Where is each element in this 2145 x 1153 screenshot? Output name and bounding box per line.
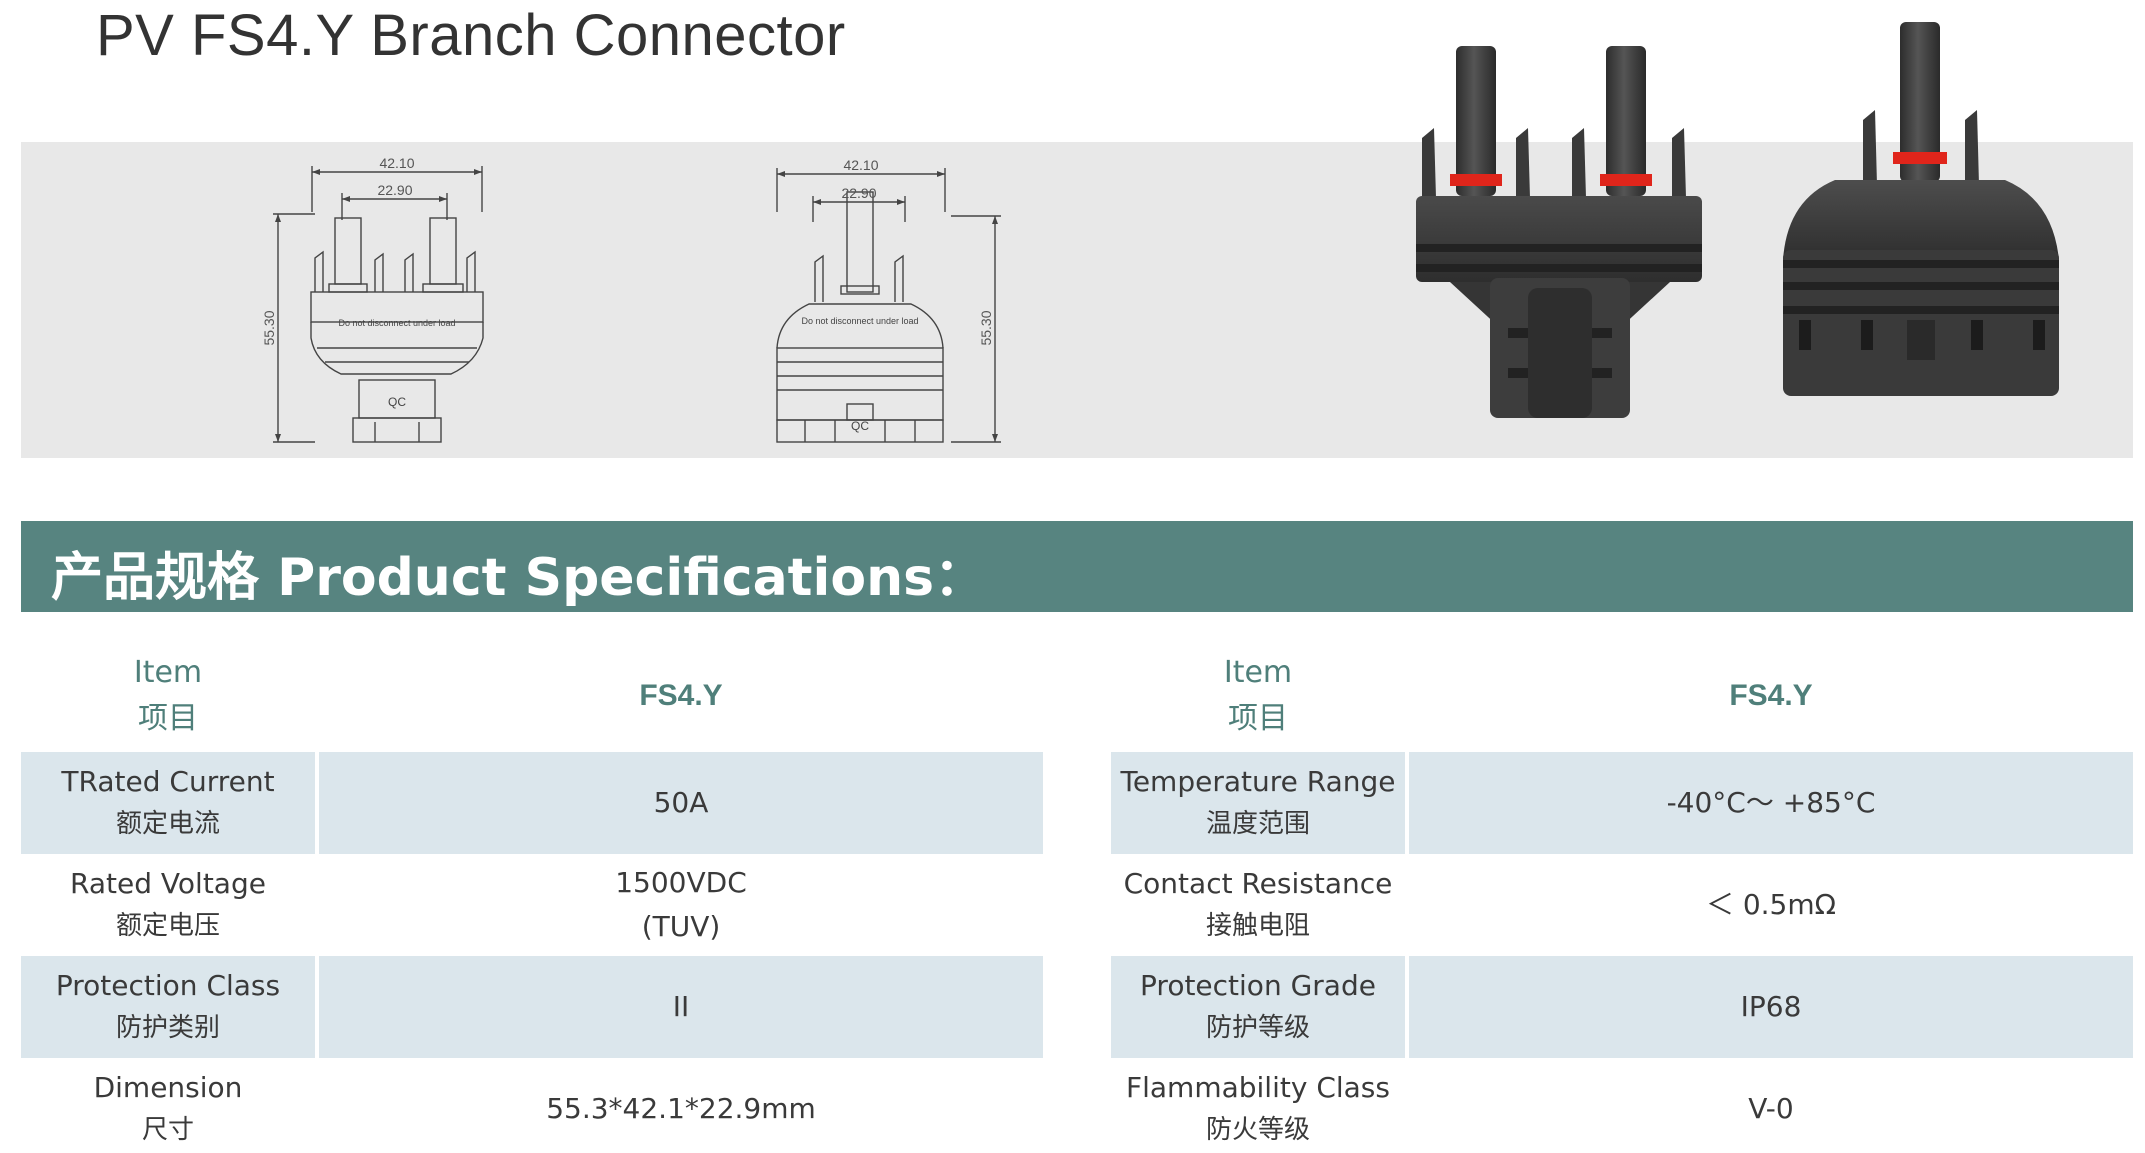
front-view-drawing: 42.10 22.90 55.30 Do not disconnect unde… — [255, 142, 495, 458]
label-zh: 尺寸 — [141, 1115, 194, 1145]
row-value: 1500VDC (TUV) — [319, 854, 1043, 956]
table-row: Flammability Class 防火等级 V-0 — [1111, 1058, 2133, 1153]
value-text: V-0 — [1748, 1092, 1794, 1125]
label-en: Temperature Range — [1120, 765, 1396, 798]
label-en: Protection Class — [55, 969, 281, 1002]
row-value: -40°C～ +85°C — [1409, 752, 2133, 854]
dim-width-label: 42.10 — [843, 157, 878, 173]
label-zh: 接触电阻 — [1205, 911, 1310, 941]
header-item-en: Item — [133, 655, 203, 690]
label-zh: 额定电压 — [115, 911, 220, 941]
row-value: II — [319, 956, 1043, 1058]
table-row: Protection Grade 防护等级 IP68 — [1111, 956, 2133, 1058]
row-value: IP68 — [1409, 956, 2133, 1058]
spec-banner: 产品规格 Product Specifications： — [21, 521, 2133, 612]
dim-height-label: 55.30 — [978, 310, 994, 345]
row-label: Protection Class 防护类别 — [21, 956, 315, 1058]
row-label: Temperature Range 温度范围 — [1111, 752, 1405, 854]
row-value: ＜ 0.5mΩ — [1409, 854, 2133, 956]
table-row: Protection Class 防护类别 II — [21, 956, 1043, 1058]
header-model: FS4.Y — [639, 679, 723, 712]
spec-table-left: Item 项目 FS4.Y TRated Current 额定电流 50A Ra… — [21, 640, 1043, 1153]
dim-pitch-label: 22.90 — [841, 185, 876, 201]
header-item-cell: Item 项目 — [1111, 650, 1405, 742]
header-item-cell: Item 项目 — [21, 650, 315, 742]
header-item-zh: 项目 — [1228, 701, 1288, 736]
row-label: TRated Current 额定电流 — [21, 752, 315, 854]
row-label: Protection Grade 防护等级 — [1111, 956, 1405, 1058]
label-en: Contact Resistance — [1123, 867, 1393, 900]
header-item-en: Item — [1223, 655, 1293, 690]
qc-mark: QC — [388, 395, 406, 409]
table-header: Item 项目 FS4.Y — [21, 640, 1043, 752]
dim-width-label: 42.10 — [379, 155, 414, 171]
label-en: Flammability Class — [1126, 1071, 1390, 1104]
table-row: Contact Resistance 接触电阻 ＜ 0.5mΩ — [1111, 854, 2133, 956]
connector-side-image — [1783, 22, 2059, 396]
label-zh: 温度范围 — [1205, 809, 1310, 839]
label-zh: 额定电流 — [115, 809, 220, 839]
connector-photo-front — [1410, 38, 1710, 428]
value-text: 1500VDC — [615, 866, 747, 899]
table-row: Dimension 尺寸 55.3*42.1*22.9mm — [21, 1058, 1043, 1153]
value-text: II — [672, 990, 690, 1023]
header-model: FS4.Y — [1729, 679, 1813, 712]
side-view-drawing: 42.10 22.90 55.30 Do not disconnect unde… — [765, 142, 1005, 458]
dim-height-label: 55.30 — [261, 310, 277, 345]
dim-pitch-label: 22.90 — [377, 182, 412, 198]
row-label: Flammability Class 防火等级 — [1111, 1058, 1405, 1153]
warning-label: Do not disconnect under load — [801, 316, 918, 326]
value-text-secondary: (TUV) — [641, 910, 721, 943]
label-zh: 防火等级 — [1205, 1115, 1310, 1145]
spec-table-right: Item 项目 FS4.Y Temperature Range 温度范围 -40… — [1111, 640, 2133, 1153]
row-value: 50A — [319, 752, 1043, 854]
value-text: IP68 — [1740, 990, 1802, 1023]
front-view-svg: 42.10 22.90 55.30 Do not disconnect unde… — [261, 155, 484, 443]
label-en: Dimension — [93, 1071, 243, 1104]
label-en: Rated Voltage — [70, 867, 266, 900]
value-text: 55.3*42.1*22.9mm — [546, 1092, 816, 1125]
label-zh: 防护等级 — [1205, 1013, 1310, 1043]
table-row: TRated Current 额定电流 50A — [21, 752, 1043, 854]
warning-label: Do not disconnect under load — [338, 318, 455, 328]
value-text: -40°C～ +85°C — [1666, 786, 1876, 819]
table-row: Temperature Range 温度范围 -40°C～ +85°C — [1111, 752, 2133, 854]
row-label: Contact Resistance 接触电阻 — [1111, 854, 1405, 956]
spec-banner-title: 产品规格 Product Specifications： — [51, 548, 987, 608]
row-value: 55.3*42.1*22.9mm — [319, 1058, 1043, 1153]
row-value: V-0 — [1409, 1058, 2133, 1153]
table-header: Item 项目 FS4.Y — [1111, 640, 2133, 752]
technical-drawing-band — [21, 142, 2133, 458]
label-en: TRated Current — [61, 765, 275, 798]
row-label: Rated Voltage 额定电压 — [21, 854, 315, 956]
value-text: ＜ 0.5mΩ — [1705, 888, 1837, 921]
value-text: 50A — [653, 786, 709, 819]
connector-photo-side — [1775, 20, 2075, 410]
side-view-svg: 42.10 22.90 55.30 Do not disconnect unde… — [776, 157, 1001, 443]
row-label: Dimension 尺寸 — [21, 1058, 315, 1153]
header-item-zh: 项目 — [138, 701, 198, 736]
label-zh: 防护类别 — [115, 1013, 220, 1043]
page-title: PV FS4.Y Branch Connector — [96, 3, 846, 68]
table-row: Rated Voltage 额定电压 1500VDC (TUV) — [21, 854, 1043, 956]
connector-front-image — [1416, 46, 1702, 418]
label-en: Protection Grade — [1140, 969, 1376, 1002]
qc-mark: QC — [851, 419, 869, 433]
